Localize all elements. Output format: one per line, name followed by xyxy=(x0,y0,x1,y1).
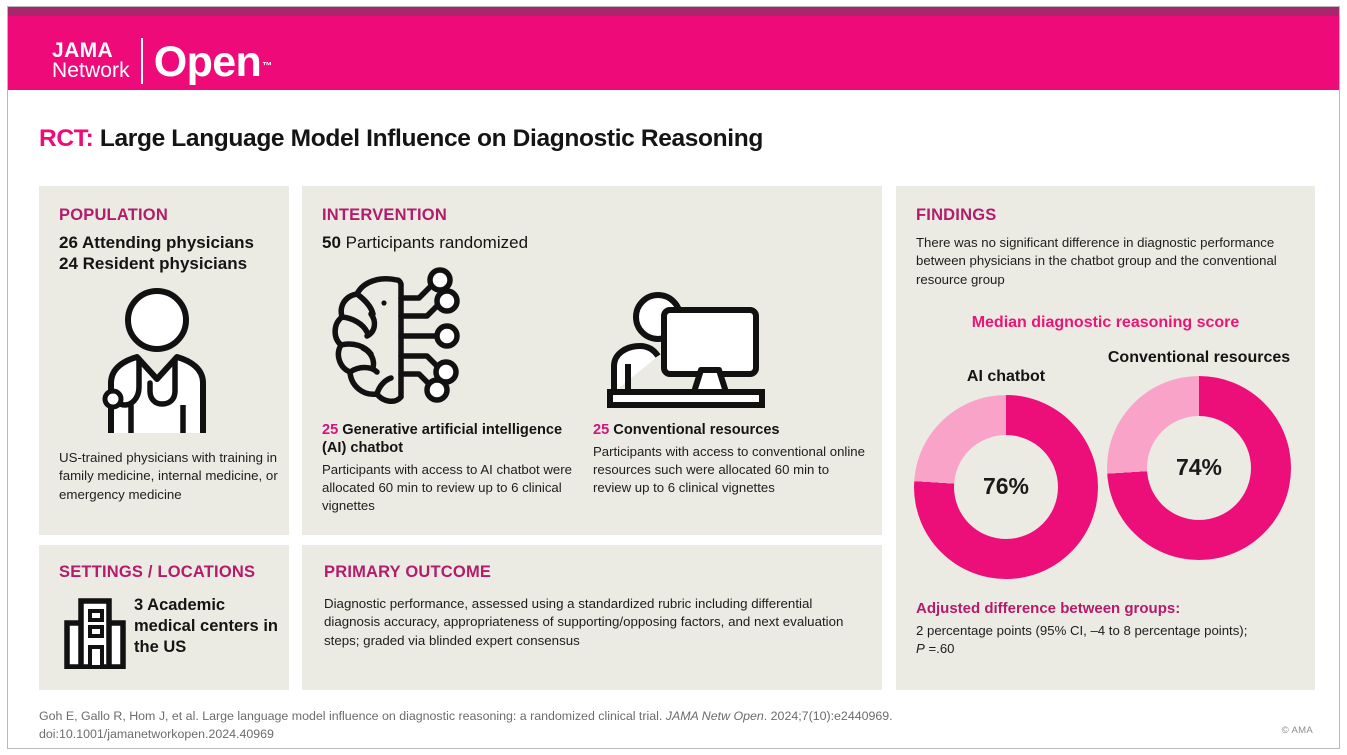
population-heading: POPULATION xyxy=(59,206,168,224)
intervention-arm-conventional: 25 Conventional resources Participants w… xyxy=(593,422,865,497)
logo-open-text: Open xyxy=(153,37,262,86)
citation-doi[interactable]: doi:10.1001/jamanetworkopen.2024.40969 xyxy=(39,726,274,741)
donut-value-conventional: 74% xyxy=(1147,415,1251,520)
logo-jama-network: JAMA Network xyxy=(52,39,140,82)
intervention-panel: INTERVENTION 50 Participants randomized xyxy=(302,186,882,535)
citation-volume: . 2024;7(10):e2440969. xyxy=(763,709,893,723)
population-lead-line2: 24 Resident physicians xyxy=(59,253,254,274)
donut-ring-ai-chatbot: 76% xyxy=(914,394,1098,579)
citation-authors-title: Goh E, Gallo R, Hom J, et al. Large lang… xyxy=(39,709,666,723)
header-band: JAMA Network Open™ xyxy=(8,16,1339,90)
copyright-notice: © AMA xyxy=(1281,725,1313,736)
population-attending-label: Attending physicians xyxy=(82,233,254,252)
arm-chatbot-count: 25 xyxy=(322,422,339,438)
physician-icon xyxy=(87,287,227,437)
settings-panel: SETTINGS / LOCATIONS 3 Academic medical … xyxy=(39,545,289,690)
donut-chart-group: AI chatbot 76% Conventional resources 74… xyxy=(896,346,1315,591)
intervention-lead: 50 Participants randomized xyxy=(322,232,528,253)
person-at-computer-icon xyxy=(602,292,777,412)
population-note: US-trained physicians with training in f… xyxy=(59,450,278,502)
intervention-participant-count: 50 xyxy=(322,233,341,252)
population-panel: POPULATION 26 Attending physicians 24 Re… xyxy=(39,186,289,535)
intervention-arm-chatbot: 25 Generative artificial intelligence (A… xyxy=(322,422,584,515)
donut-chart-ai-chatbot: AI chatbot 76% xyxy=(911,346,1101,579)
citation-footer: Goh E, Gallo R, Hom J, et al. Large lang… xyxy=(39,708,1039,743)
trademark-icon: ™ xyxy=(262,61,272,73)
arm-conventional-count: 25 xyxy=(593,422,610,438)
logo-line-jama: JAMA xyxy=(52,39,114,63)
jama-network-open-logo[interactable]: JAMA Network Open™ xyxy=(52,35,273,87)
settings-heading: SETTINGS / LOCATIONS xyxy=(59,563,256,581)
citation-journal: JAMA Netw Open xyxy=(665,709,764,723)
adjusted-difference-body: 2 percentage points (95% CI, –4 to 8 per… xyxy=(916,622,1298,659)
logo-line-network: Network xyxy=(52,59,130,82)
intervention-heading: INTERVENTION xyxy=(322,206,447,224)
arm-chatbot-label: Generative artificial intelligence (AI) … xyxy=(322,422,563,456)
donut-chart-conventional: Conventional resources 74% xyxy=(1104,346,1294,560)
findings-intro: There was no significant difference in d… xyxy=(916,235,1277,287)
arm-conventional-body: Participants with access to conventional… xyxy=(593,443,865,495)
donut-ring-conventional: 74% xyxy=(1107,375,1291,560)
adjusted-difference-text: 2 percentage points (95% CI, –4 to 8 per… xyxy=(916,623,1248,638)
hospital-building-icon xyxy=(64,597,126,669)
population-lead: 26 Attending physicians 24 Resident phys… xyxy=(59,232,254,275)
donut-value-ai-chatbot: 76% xyxy=(954,434,1058,539)
population-resident-label: Resident physicians xyxy=(82,254,248,274)
arm-conventional-label: Conventional resources xyxy=(613,422,780,438)
arm-chatbot-body: Participants with access to AI chatbot w… xyxy=(322,461,572,513)
abstract-card: JAMA Network Open™ RCT: Large Language M… xyxy=(7,6,1340,749)
findings-panel: FINDINGS There was no significant differ… xyxy=(896,186,1315,690)
logo-divider xyxy=(140,38,143,84)
findings-heading: FINDINGS xyxy=(916,206,997,224)
chart-title: Median diagnostic reasoning score xyxy=(971,314,1240,331)
header-top-strip xyxy=(8,7,1339,16)
donut-label-ai-chatbot: AI chatbot xyxy=(966,368,1046,385)
adjusted-difference-heading: Adjusted difference between groups: xyxy=(916,600,1181,617)
primary-outcome-panel: PRIMARY OUTCOME Diagnostic performance, … xyxy=(302,545,882,690)
logo-open-wordmark: Open™ xyxy=(153,37,273,86)
p-value-label: P xyxy=(916,641,925,657)
population-attending-count: 26 xyxy=(59,233,78,252)
title-text: Large Language Model Influence on Diagno… xyxy=(99,125,763,152)
arm-chatbot-title: 25 Generative artificial intelligence (A… xyxy=(322,422,584,458)
brain-circuit-icon xyxy=(327,262,477,412)
title-prefix: RCT: xyxy=(39,125,94,152)
outcome-body: Diagnostic performance, assessed using a… xyxy=(324,596,844,648)
intervention-participant-label: Participants randomized xyxy=(345,233,529,252)
population-lead-line1: 26 Attending physicians xyxy=(59,232,254,253)
arm-conventional-title: 25 Conventional resources xyxy=(593,422,865,440)
population-resident-count: 24 xyxy=(59,254,78,274)
settings-lead: 3 Academic medical centers in the US xyxy=(134,596,278,657)
donut-label-conventional: Conventional resources xyxy=(1107,349,1291,366)
p-value: =.60 xyxy=(924,641,955,657)
page-title: RCT: Large Language Model Influence on D… xyxy=(39,125,763,153)
outcome-heading: PRIMARY OUTCOME xyxy=(324,563,492,581)
